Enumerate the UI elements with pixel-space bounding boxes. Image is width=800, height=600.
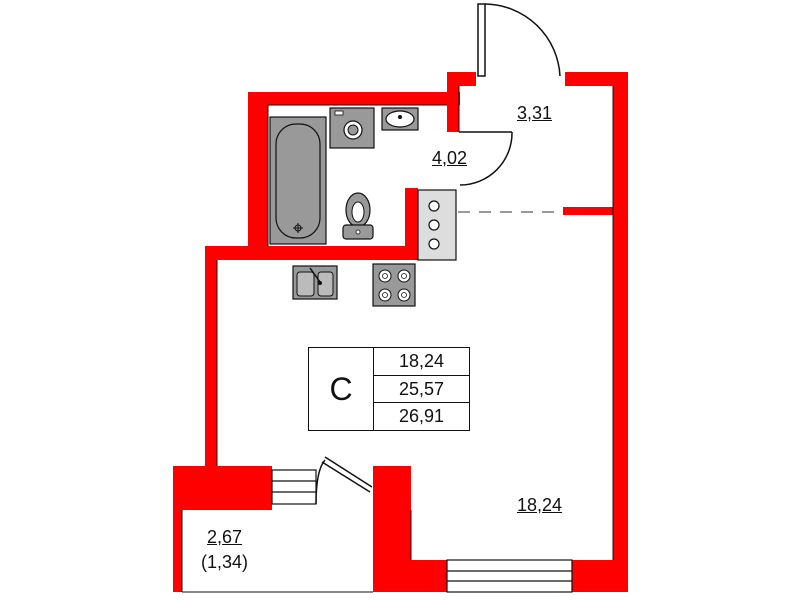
living-area-value: 18,24	[374, 348, 469, 376]
bathroom-right-wall	[405, 188, 418, 260]
bathroom-area-label: 4,02	[432, 148, 468, 168]
hall-left-wall	[447, 72, 459, 132]
apartment-type: С	[309, 348, 374, 430]
summary-values: 18,24 25,57 26,91	[374, 348, 469, 430]
stove-icon	[372, 263, 416, 307]
kitchen-sink-icon	[292, 265, 338, 300]
entrance-door	[477, 3, 561, 77]
balcony-left-wall	[173, 466, 182, 592]
bottom-wall-left	[405, 560, 447, 592]
walls	[173, 72, 628, 592]
living-window	[446, 559, 573, 593]
right-outer-wall	[613, 72, 628, 592]
hall-area-label: 3,31	[517, 103, 553, 123]
washing-machine-icon	[329, 107, 375, 149]
bathtub-icon	[269, 116, 327, 245]
hall-top-wall-right	[565, 72, 628, 86]
ventilation-shaft-icon	[417, 189, 457, 261]
bottom-wall-right	[572, 560, 628, 592]
windows	[271, 469, 573, 593]
apartment-summary-table: С 18,24 25,57 26,91	[308, 347, 470, 431]
bathroom-top-wall	[248, 92, 460, 105]
bathroom-bottom-wall	[205, 246, 418, 260]
washbasin-icon	[381, 107, 419, 131]
bathroom-door	[459, 131, 513, 186]
living-area-label: 18,24	[517, 495, 563, 515]
balcony-right-wall	[373, 466, 411, 592]
living-left-wall	[205, 246, 217, 472]
balcony-door	[315, 456, 373, 505]
bathroom-left-wall	[248, 92, 268, 256]
total-area-value: 26,91	[398, 406, 445, 427]
balcony-reduced-area-label: (1,34)	[201, 552, 249, 572]
hall-partition-stub	[563, 207, 615, 215]
toilet-icon	[342, 192, 374, 240]
area-without-balcony-value: 25,57	[374, 376, 469, 404]
balcony-top-wall	[173, 466, 272, 510]
balcony-area-label: 2,67	[207, 527, 243, 547]
wall-outlines	[181, 86, 614, 593]
balcony-window	[271, 469, 317, 505]
